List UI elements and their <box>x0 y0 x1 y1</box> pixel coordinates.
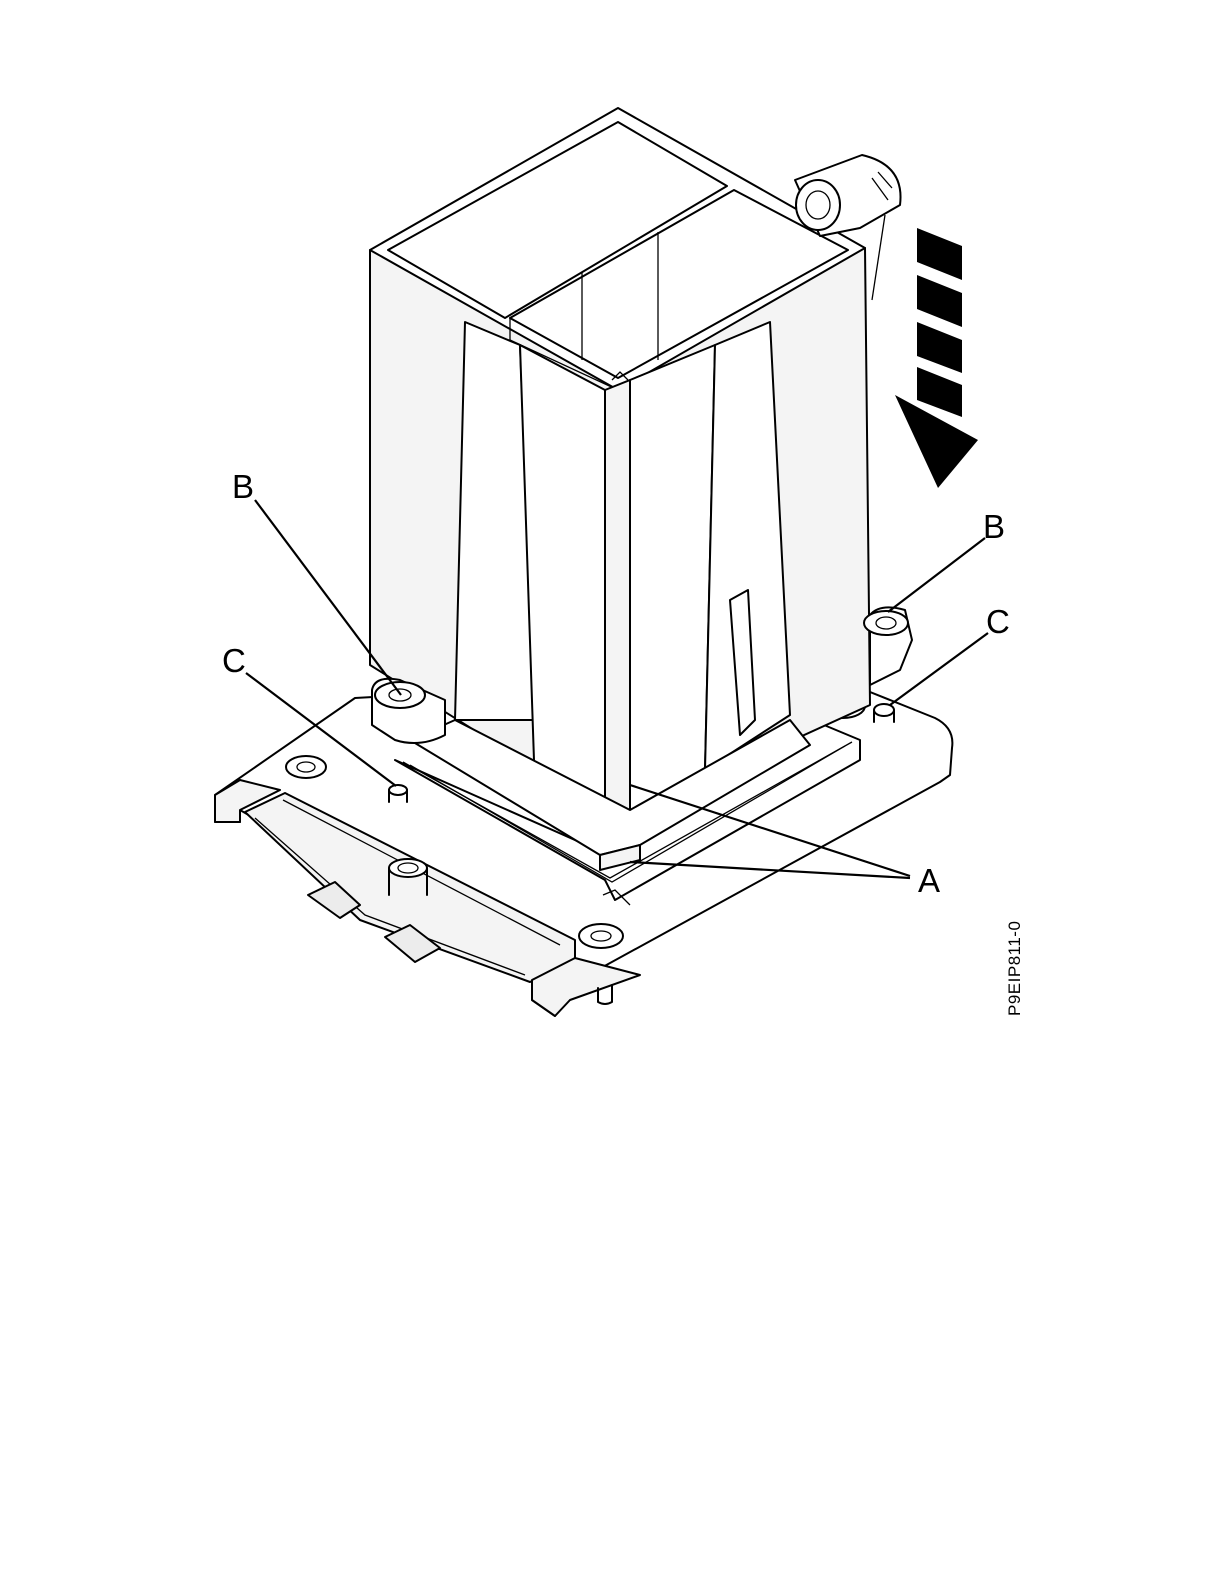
callout-b-right: B <box>983 508 1005 545</box>
callout-c-left: C <box>222 642 246 679</box>
callout-a: A <box>918 862 940 899</box>
figure-id: P9EIP811-0 <box>1005 921 1024 1016</box>
callout-c-right: C <box>986 603 1010 640</box>
down-arrow-icon <box>895 228 978 488</box>
mounting-lug-right <box>864 607 912 685</box>
callout-b-left: B <box>232 468 254 505</box>
